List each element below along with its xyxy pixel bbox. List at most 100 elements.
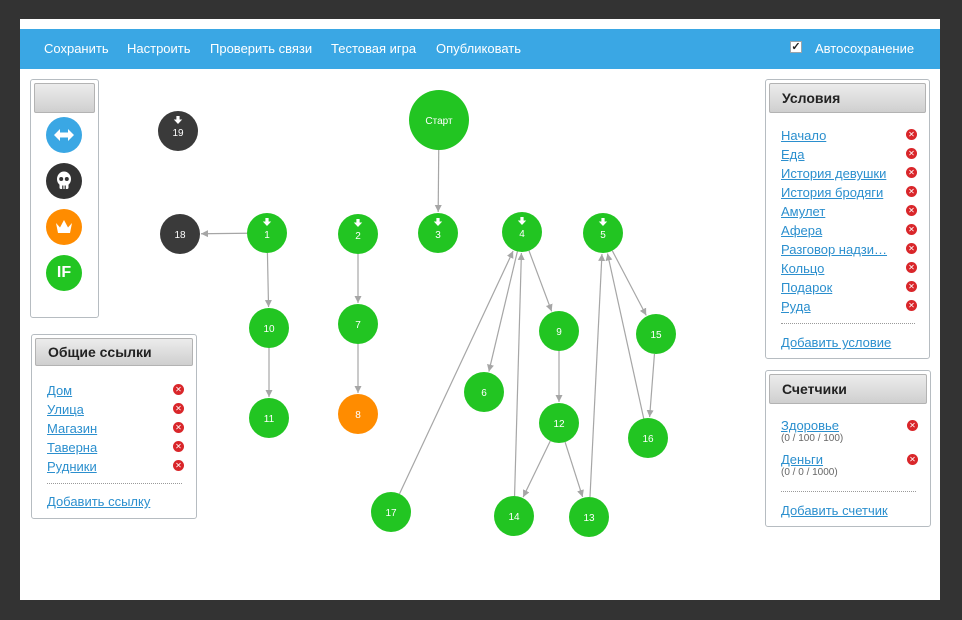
graph-node-6[interactable]: 6 [464, 372, 504, 412]
condition-item: Афера ✕ [781, 222, 917, 241]
condition-item-label[interactable]: Кольцо [781, 261, 825, 276]
remove-icon[interactable]: ✕ [173, 441, 184, 452]
condition-item-label[interactable]: Амулет [781, 204, 826, 219]
remove-icon[interactable]: ✕ [906, 148, 917, 159]
common-links-panel: Общие ссылки Дом ✕ Улица ✕ Магазин ✕ Тав… [31, 334, 197, 519]
check-links-button[interactable]: Проверить связи [210, 41, 313, 56]
remove-icon[interactable]: ✕ [906, 186, 917, 197]
divider [47, 483, 182, 484]
graph-node-label: 19 [172, 128, 184, 139]
graph-node-label: 14 [508, 512, 520, 523]
link-item-label[interactable]: Улица [47, 402, 84, 417]
condition-item-label[interactable]: Подарок [781, 280, 833, 295]
graph-node-circle [628, 418, 668, 458]
remove-icon[interactable]: ✕ [907, 420, 918, 431]
entry-arrow-icon [173, 116, 183, 124]
graph-node-label: 5 [600, 230, 606, 241]
graph-node-circle [539, 311, 579, 351]
graph-node-17[interactable]: 17 [371, 492, 411, 532]
graph-node-3[interactable]: 3 [418, 213, 458, 253]
condition-item: Кольцо ✕ [781, 260, 917, 279]
death-tool[interactable] [46, 163, 82, 199]
counter-item-label[interactable]: Здоровье [781, 418, 840, 433]
remove-icon[interactable]: ✕ [906, 262, 917, 273]
graph-node-18[interactable]: 18 [160, 214, 200, 254]
test-game-button[interactable]: Тестовая игра [331, 41, 417, 56]
counter-item-values: (0 / 100 / 100) [781, 433, 844, 444]
condition-item: Еда ✕ [781, 146, 917, 165]
graph-node-1[interactable]: 1 [247, 213, 287, 253]
graph-node-16[interactable]: 16 [628, 418, 668, 458]
condition-tool[interactable]: IF [46, 255, 82, 291]
graph-node-14[interactable]: 14 [494, 496, 534, 536]
add-condition-button[interactable]: Добавить условие [781, 335, 892, 350]
link-item: Магазин ✕ [47, 420, 184, 439]
condition-item-label[interactable]: Разговор надзи… [781, 242, 888, 257]
remove-icon[interactable]: ✕ [906, 224, 917, 235]
graph-node-10[interactable]: 10 [249, 308, 289, 348]
counter-item-values: (0 / 0 / 1000) [781, 467, 838, 478]
graph-node-circle [371, 492, 411, 532]
graph-node-7[interactable]: 7 [338, 304, 378, 344]
autosave-label: Автосохранение [815, 41, 915, 56]
link-item: Таверна ✕ [47, 439, 184, 458]
counter-item: Деньги (0 / 0 / 1000) ✕ [781, 452, 918, 482]
tools-panel: IF [30, 79, 99, 318]
condition-item: Разговор надзи… ✕ [781, 241, 917, 260]
graph-node-9[interactable]: 9 [539, 311, 579, 351]
add-link-button[interactable]: Добавить ссылку [47, 494, 151, 509]
graph-node-label: 2 [355, 231, 361, 242]
remove-icon[interactable]: ✕ [907, 454, 918, 465]
save-button[interactable]: Сохранить [44, 41, 109, 56]
graph-node-13[interactable]: 13 [569, 497, 609, 537]
add-counter-button[interactable]: Добавить счетчик [781, 503, 888, 518]
condition-item-label[interactable]: История девушки [781, 166, 887, 181]
if-icon: IF [56, 264, 72, 281]
remove-icon[interactable]: ✕ [173, 422, 184, 433]
graph-node-circle [494, 496, 534, 536]
condition-item-label[interactable]: Еда [781, 147, 805, 162]
link-item-label[interactable]: Таверна [47, 440, 98, 455]
conditions-panel: Условия Начало ✕ Еда ✕ История девушки ✕… [765, 79, 930, 359]
remove-icon[interactable]: ✕ [173, 384, 184, 395]
graph-node-start[interactable]: Старт [409, 90, 469, 150]
divider [781, 323, 915, 324]
link-tool[interactable] [46, 117, 82, 153]
remove-icon[interactable]: ✕ [906, 167, 917, 178]
condition-item-label[interactable]: Афера [781, 223, 823, 238]
graph-node-15[interactable]: 15 [636, 314, 676, 354]
remove-icon[interactable]: ✕ [173, 403, 184, 414]
tools-panel-header [34, 83, 95, 113]
graph-node-label: 1 [264, 230, 270, 241]
graph-node-5[interactable]: 5 [583, 213, 623, 253]
graph-node-circle [249, 398, 289, 438]
crown-icon [56, 220, 72, 233]
autosave-checkbox[interactable]: ✓ [790, 41, 802, 53]
remove-icon[interactable]: ✕ [906, 205, 917, 216]
counters-title: Счетчики [769, 374, 927, 404]
graph-node-label: 17 [385, 508, 397, 519]
graph-node-12[interactable]: 12 [539, 403, 579, 443]
graph-node-19[interactable]: 19 [158, 111, 198, 151]
condition-item-label[interactable]: История бродяги [781, 185, 884, 200]
remove-icon[interactable]: ✕ [906, 129, 917, 140]
publish-button[interactable]: Опубликовать [436, 41, 522, 56]
condition-item-label[interactable]: Руда [781, 299, 811, 314]
remove-icon[interactable]: ✕ [906, 281, 917, 292]
link-item-label[interactable]: Дом [47, 383, 73, 398]
remove-icon[interactable]: ✕ [906, 243, 917, 254]
link-item-label[interactable]: Рудники [47, 459, 97, 474]
settings-button[interactable]: Настроить [127, 41, 191, 56]
graph-node-4[interactable]: 4 [502, 212, 542, 252]
remove-icon[interactable]: ✕ [173, 460, 184, 471]
graph-node-8[interactable]: 8 [338, 394, 378, 434]
graph-node-2[interactable]: 2 [338, 214, 378, 254]
counter-item-label[interactable]: Деньги [781, 452, 823, 467]
victory-tool[interactable] [46, 209, 82, 245]
condition-item-label[interactable]: Начало [781, 128, 827, 143]
remove-icon[interactable]: ✕ [906, 300, 917, 311]
double-arrow-icon [54, 129, 74, 141]
link-item-label[interactable]: Магазин [47, 421, 98, 436]
graph-node-11[interactable]: 11 [249, 398, 289, 438]
